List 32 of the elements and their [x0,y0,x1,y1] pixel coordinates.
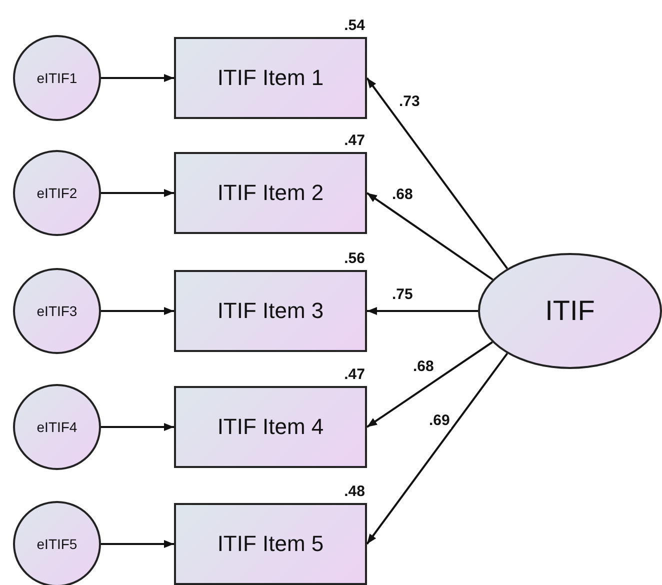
arrow [366,341,493,428]
node-label: eITIF5 [36,536,78,552]
path-coefficient: .69 [428,412,451,429]
arrow [367,307,478,315]
observed-variable-box [174,152,367,234]
node-label: eITIF1 [36,70,78,86]
r-squared-value: .48 [344,483,365,500]
r-squared-value: .56 [344,250,365,267]
r-squared-value: .47 [344,366,365,383]
node-label: ITIF Item 3 [217,298,324,324]
arrow [366,192,494,280]
arrow [101,74,174,82]
arrow [366,352,508,545]
node-label: ITIF Item 1 [217,65,324,91]
observed-variable-box [174,270,367,352]
arrow [101,189,174,197]
node-label: ITIF [545,295,595,327]
observed-variable-box [174,37,367,119]
observed-variable-box [174,503,367,585]
arrow [366,77,508,270]
node-label: eITIF4 [36,419,78,435]
observed-variable-box [174,386,367,468]
arrow [101,307,174,315]
arrow [101,540,174,548]
node-label: ITIF Item 5 [217,531,324,557]
node-label: ITIF Item 4 [217,414,324,440]
r-squared-value: .54 [344,17,365,34]
node-label: eITIF2 [36,185,78,201]
arrow [101,423,174,431]
node-label: eITIF3 [36,303,78,319]
r-squared-value: .47 [344,132,365,149]
node-label: ITIF Item 2 [217,180,324,206]
